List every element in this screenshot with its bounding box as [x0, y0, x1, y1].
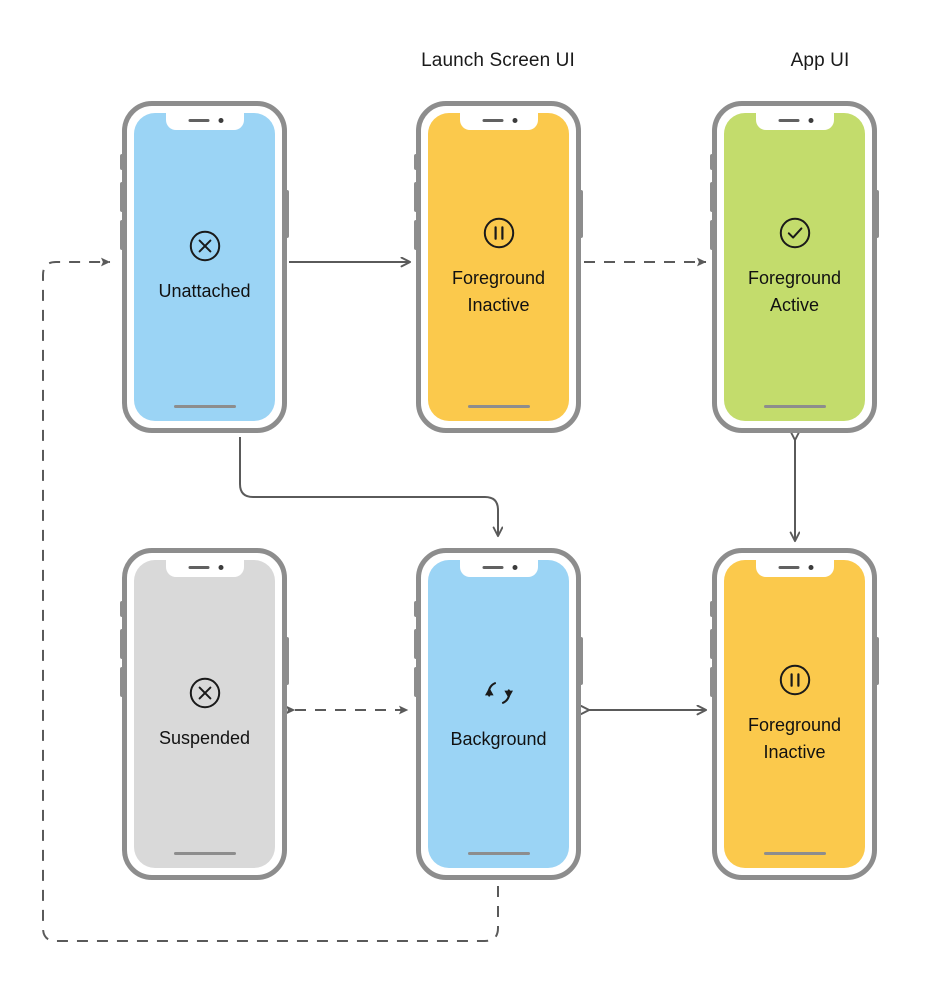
mute-switch-button[interactable]: [710, 154, 714, 170]
phone-screen: Foreground Inactive: [428, 113, 569, 421]
phone-bezel: Foreground Inactive: [721, 557, 868, 871]
phone-bezel: Background: [425, 557, 572, 871]
volume-down-button[interactable]: [120, 667, 124, 697]
column-header-launch-screen-ui: Launch Screen UI: [405, 50, 591, 72]
screen-content: Foreground Inactive: [428, 113, 569, 421]
power-button[interactable]: [285, 637, 289, 685]
phone-screen: Unattached: [134, 113, 275, 421]
phone-frame: Foreground Inactive: [710, 548, 879, 880]
pause-circle-icon: [778, 663, 812, 702]
phone-frame: Unattached: [120, 101, 289, 433]
front-camera-icon: [218, 565, 223, 570]
front-camera-icon: [808, 118, 813, 123]
notch: [755, 113, 834, 130]
volume-up-button[interactable]: [710, 182, 714, 212]
volume-up-button[interactable]: [414, 629, 418, 659]
front-camera-icon: [808, 565, 813, 570]
screen-content: Background: [428, 560, 569, 868]
volume-down-button[interactable]: [710, 220, 714, 250]
speaker-grille-icon: [482, 566, 503, 569]
speaker-grille-icon: [778, 566, 799, 569]
phone-screen: Foreground Inactive: [724, 560, 865, 868]
front-camera-icon: [512, 118, 517, 123]
phone-bezel: Foreground Inactive: [425, 110, 572, 424]
home-indicator: [763, 852, 826, 855]
screen-content: Foreground Active: [724, 113, 865, 421]
phone-unattached: Unattached: [120, 101, 289, 433]
column-header-label: Launch Screen UI: [421, 50, 575, 71]
home-indicator: [467, 852, 530, 855]
front-camera-icon: [512, 565, 517, 570]
state-label: Suspended: [158, 728, 251, 748]
mute-switch-button[interactable]: [120, 154, 124, 170]
volume-up-button[interactable]: [120, 629, 124, 659]
x-circle-icon: [188, 676, 222, 715]
refresh-circle-icon: [481, 675, 517, 716]
column-header-label: App UI: [790, 50, 850, 71]
speaker-grille-icon: [188, 566, 209, 569]
phone-frame: Foreground Inactive: [414, 101, 583, 433]
phone-screen: Foreground Active: [724, 113, 865, 421]
notch: [755, 560, 834, 577]
state-label: Foreground Inactive: [451, 267, 546, 315]
x-circle-icon: [188, 229, 222, 268]
pause-circle-icon: [482, 216, 516, 255]
phone-foreground-inactive-launch: Foreground Inactive: [414, 101, 583, 433]
phone-frame: Background: [414, 548, 583, 880]
state-label: Foreground Active: [747, 267, 842, 315]
power-button[interactable]: [875, 190, 879, 238]
mute-switch-button[interactable]: [414, 154, 418, 170]
phone-suspended: Suspended: [120, 548, 289, 880]
screen-content: Suspended: [134, 560, 275, 868]
volume-down-button[interactable]: [414, 667, 418, 697]
phone-foreground-inactive-app: Foreground Inactive: [710, 548, 879, 880]
notch: [165, 560, 244, 577]
check-circle-icon: [778, 216, 812, 255]
power-button[interactable]: [285, 190, 289, 238]
power-button[interactable]: [875, 637, 879, 685]
home-indicator: [173, 852, 236, 855]
volume-down-button[interactable]: [710, 667, 714, 697]
screen-content: Unattached: [134, 113, 275, 421]
notch: [165, 113, 244, 130]
notch: [459, 113, 538, 130]
column-header-app-ui: App UI: [740, 50, 900, 72]
home-indicator: [467, 405, 530, 408]
speaker-grille-icon: [188, 119, 209, 122]
volume-up-button[interactable]: [120, 182, 124, 212]
phone-bezel: Unattached: [131, 110, 278, 424]
connector-unattached-to-background: [239, 437, 498, 536]
phone-bezel: Suspended: [131, 557, 278, 871]
front-camera-icon: [218, 118, 223, 123]
volume-up-button[interactable]: [710, 629, 714, 659]
state-label: Unattached: [158, 281, 251, 301]
mute-switch-button[interactable]: [414, 601, 418, 617]
volume-down-button[interactable]: [120, 220, 124, 250]
mute-switch-button[interactable]: [120, 601, 124, 617]
home-indicator: [173, 405, 236, 408]
screen-content: Foreground Inactive: [724, 560, 865, 868]
volume-up-button[interactable]: [414, 182, 418, 212]
state-label: Background: [450, 729, 547, 749]
power-button[interactable]: [579, 637, 583, 685]
home-indicator: [763, 405, 826, 408]
mute-switch-button[interactable]: [710, 601, 714, 617]
phone-bezel: Foreground Active: [721, 110, 868, 424]
speaker-grille-icon: [778, 119, 799, 122]
phone-background: Background: [414, 548, 583, 880]
phone-frame: Suspended: [120, 548, 289, 880]
state-label: Foreground Inactive: [747, 714, 842, 762]
power-button[interactable]: [579, 190, 583, 238]
phone-screen: Suspended: [134, 560, 275, 868]
phone-frame: Foreground Active: [710, 101, 879, 433]
phone-foreground-active: Foreground Active: [710, 101, 879, 433]
phone-screen: Background: [428, 560, 569, 868]
notch: [459, 560, 538, 577]
volume-down-button[interactable]: [414, 220, 418, 250]
speaker-grille-icon: [482, 119, 503, 122]
